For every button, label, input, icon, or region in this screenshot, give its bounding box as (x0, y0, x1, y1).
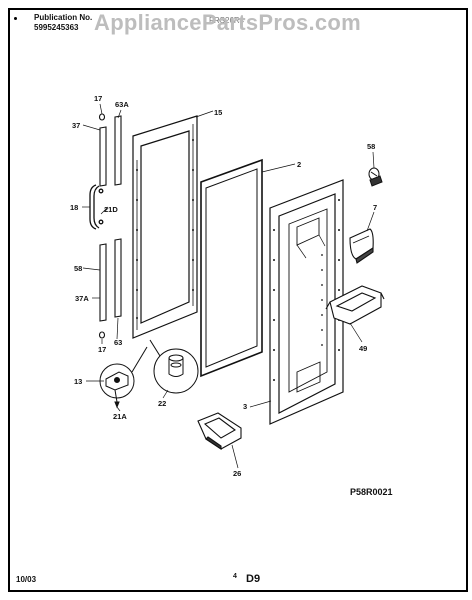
model-number: FRS26R4 (209, 16, 245, 25)
dairy-door-part-7 (349, 228, 374, 264)
part-label-58-mid: 58 (74, 264, 82, 273)
part-label-37: 37 (72, 121, 80, 130)
footer-date: 10/03 (16, 575, 37, 584)
part-label-7: 7 (373, 203, 377, 212)
hinge-bushing-detail-part-22 (149, 339, 199, 394)
part-label-63a: 63A (115, 100, 129, 109)
part-label-15: 15 (214, 108, 222, 117)
corner-mark (14, 17, 17, 20)
trim-strips (98, 113, 122, 339)
hinge-detail-part-13 (99, 346, 148, 409)
part-label-21a: 21A (113, 412, 127, 421)
part-label-22: 22 (158, 399, 166, 408)
part-label-17-top: 17 (94, 94, 102, 103)
watermark: AppliancePartsPros.com (94, 10, 362, 35)
part-label-18: 18 (70, 203, 78, 212)
page-border (8, 8, 468, 592)
part-label-63: 63 (114, 338, 122, 347)
part-label-26: 26 (233, 469, 241, 478)
part-label-37a: 37A (75, 294, 89, 303)
part-label-2: 2 (297, 160, 301, 169)
publication-number: 5995245363 (34, 23, 79, 32)
part-label-49: 49 (359, 344, 367, 353)
door-frame-part-15 (132, 115, 198, 339)
part-label-21d: 21D (104, 205, 118, 214)
door-liner-part-3 (269, 179, 344, 425)
door-handle-part-18 (89, 184, 104, 230)
diagram-code: P58R0021 (350, 487, 393, 497)
part-label-13: 13 (74, 377, 82, 386)
part-label-17-bottom: 17 (98, 345, 106, 354)
part-label-3: 3 (243, 402, 247, 411)
footer-page-number: 4 (233, 573, 237, 580)
door-gasket-part-2 (200, 158, 263, 378)
bottom-bin-part-26 (197, 412, 242, 451)
part-label-58-top: 58 (367, 142, 375, 151)
door-bin-part-49 (325, 285, 385, 325)
publication-label: Publication No. (34, 13, 93, 22)
leader-lines (82, 103, 375, 469)
screw-part-58 (368, 167, 383, 187)
footer-page-code: D9 (246, 573, 261, 585)
